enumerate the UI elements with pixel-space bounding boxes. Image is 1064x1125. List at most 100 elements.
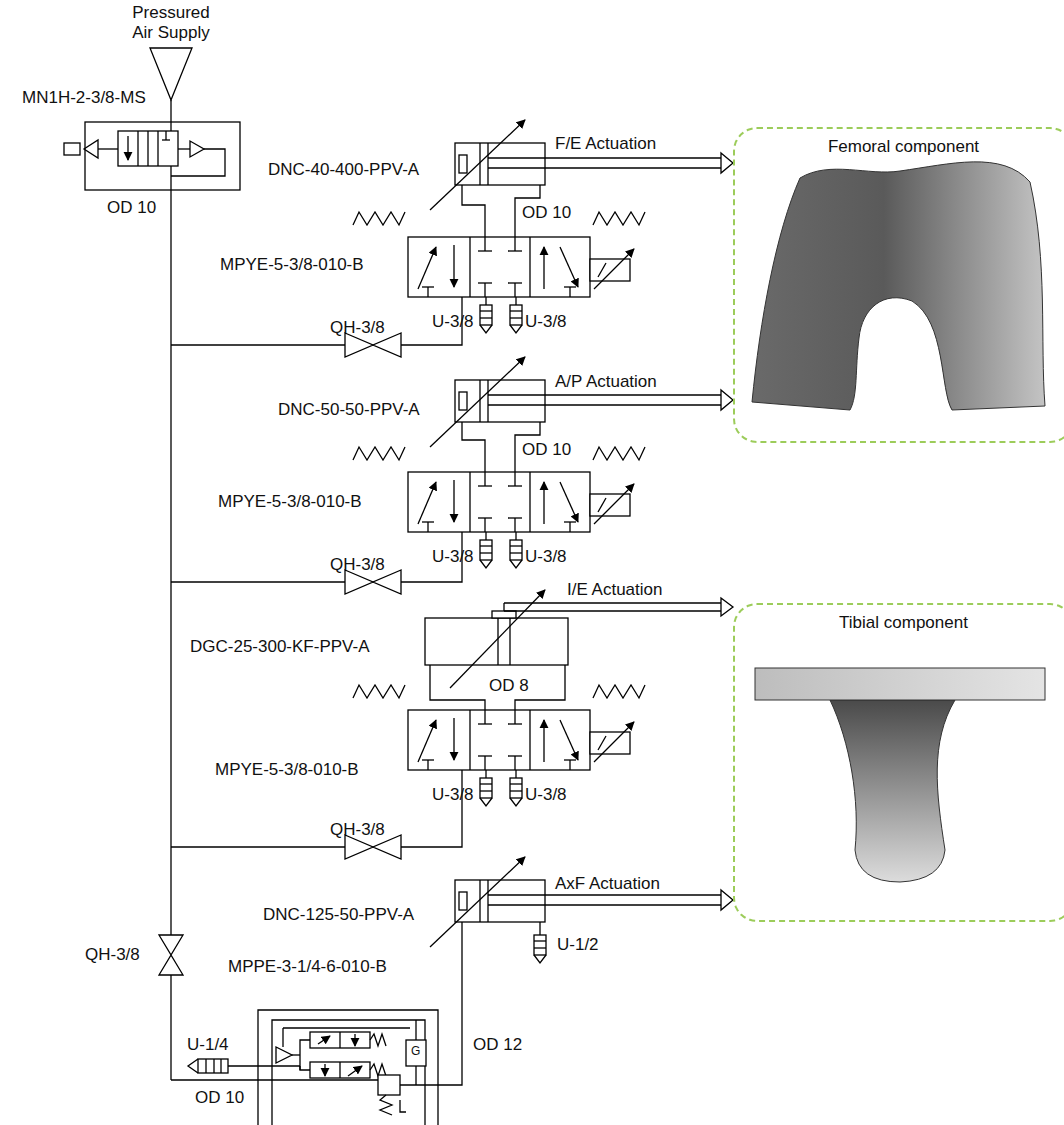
pneumatic-circuit bbox=[539, 922, 540, 935]
tibial-illustration bbox=[830, 700, 955, 882]
pneumatic-circuit bbox=[272, 1020, 425, 1125]
silencer bbox=[534, 935, 546, 955]
part-label: MPYE-5-3/8-010-B bbox=[215, 760, 359, 780]
pneumatic-circuit bbox=[205, 1059, 206, 1073]
pneumatic-circuit bbox=[497, 618, 498, 665]
pneumatic-circuit bbox=[300, 1040, 310, 1055]
tibial-illustration bbox=[755, 668, 1045, 700]
cylinder bbox=[430, 357, 733, 447]
part-label: MPYE-5-3/8-010-B bbox=[218, 492, 362, 512]
part-label: U-3/8 bbox=[432, 785, 474, 805]
part-label: OD 10 bbox=[522, 203, 571, 223]
pneumatic-circuit bbox=[310, 1032, 370, 1048]
pneumatic-circuit bbox=[401, 770, 462, 847]
pneumatic-circuit bbox=[178, 148, 190, 149]
tibial-illustration bbox=[755, 668, 1045, 882]
part-label: U-3/8 bbox=[525, 785, 567, 805]
pneumatic-circuit bbox=[137, 131, 138, 166]
part-label: DNC-40-400-PPV-A bbox=[268, 160, 419, 180]
supply-label: Pressured Air Supply bbox=[121, 3, 221, 43]
pneumatic-circuit bbox=[276, 1047, 292, 1063]
part-label: QH-3/8 bbox=[330, 820, 385, 840]
pneumatic-circuit bbox=[292, 1054, 300, 1055]
component-region: Tibial component bbox=[733, 603, 1064, 922]
part-label: OD 10 bbox=[522, 440, 571, 460]
pneumatic-circuit bbox=[299, 1066, 300, 1070]
region-heading: Tibial component bbox=[735, 613, 1064, 633]
part-label: DNC-50-50-PPV-A bbox=[278, 400, 420, 420]
regulator bbox=[378, 1075, 400, 1095]
pneumatic-circuit bbox=[157, 131, 158, 166]
part-label: AxF Actuation bbox=[555, 874, 660, 894]
valve-housing bbox=[85, 122, 240, 190]
pneumatic-circuit bbox=[190, 141, 204, 157]
part-label: OD 8 bbox=[489, 676, 529, 696]
part-label: DGC-25-300-KF-PPV-A bbox=[190, 637, 370, 657]
part-label: DNC-125-50-PPV-A bbox=[263, 905, 414, 925]
pneumatic-circuit bbox=[462, 185, 485, 237]
pneumatic-circuit bbox=[162, 139, 170, 140]
part-label: I/E Actuation bbox=[567, 580, 662, 600]
pneumatic-circuit bbox=[400, 1084, 438, 1085]
pneumatic-circuit bbox=[534, 955, 546, 963]
supply-symbol bbox=[150, 48, 192, 100]
part-label: MPYE-5-3/8-010-B bbox=[220, 255, 364, 275]
femoral-illustration bbox=[752, 162, 1045, 410]
pneumatic-circuit bbox=[370, 1064, 386, 1076]
pneumatic-circuit bbox=[438, 922, 462, 1085]
cylinder bbox=[430, 857, 733, 947]
part-label: OD 12 bbox=[473, 1035, 522, 1055]
part-label: U-3/8 bbox=[432, 547, 474, 567]
part-label: QH-3/8 bbox=[330, 318, 385, 338]
proportional-valve bbox=[353, 685, 645, 806]
pneumatic-circuit bbox=[310, 1062, 370, 1078]
part-label: QH-3/8 bbox=[330, 555, 385, 575]
solenoid bbox=[64, 143, 80, 155]
pneumatic-circuit bbox=[300, 1055, 310, 1070]
pneumatic-circuit bbox=[504, 610, 721, 611]
pneumatic-circuit bbox=[430, 665, 485, 710]
part-label: F/E Actuation bbox=[555, 134, 656, 154]
part-label: OD 10 bbox=[107, 198, 156, 218]
linear-drive bbox=[425, 618, 568, 665]
cylinder bbox=[430, 120, 733, 210]
silencer bbox=[198, 1059, 228, 1073]
pneumatic-circuit bbox=[721, 598, 733, 616]
pneumatic-circuit bbox=[228, 1065, 300, 1066]
femoral-illustration bbox=[752, 162, 1045, 410]
pneumatic-circuit bbox=[348, 1066, 362, 1076]
pneumatic-circuit bbox=[171, 1079, 385, 1080]
part-label: G bbox=[411, 1044, 420, 1058]
pneumatic-circuit bbox=[415, 1020, 416, 1040]
part-label: U-1/4 bbox=[187, 1035, 229, 1055]
pneumatic-circuit bbox=[283, 1027, 410, 1028]
pneumatic-circuit bbox=[165, 131, 166, 140]
part-label: A/P Actuation bbox=[555, 372, 657, 392]
pneumatic-circuit bbox=[450, 590, 545, 688]
pneumatic-circuit bbox=[339, 1032, 340, 1048]
pneumatic-circuit bbox=[171, 344, 345, 345]
shutoff-valve bbox=[159, 935, 183, 975]
pneumatic-circuit bbox=[492, 611, 516, 618]
part-label: U-1/2 bbox=[557, 935, 599, 955]
pneumatic-circuit bbox=[370, 1034, 386, 1046]
pneumatic-circuit bbox=[220, 1059, 221, 1073]
pneumatic-circuit bbox=[380, 1095, 392, 1115]
pneumatic-circuit bbox=[534, 947, 546, 948]
pneumatic-circuit bbox=[98, 148, 118, 149]
pneumatic-circuit bbox=[64, 48, 733, 1125]
pneumatic-circuit bbox=[354, 1034, 355, 1046]
part-label: QH-3/8 bbox=[85, 945, 140, 965]
component-region: Femoral component bbox=[733, 127, 1064, 443]
pneumatic-circuit bbox=[171, 581, 345, 582]
proportional-valve bbox=[353, 447, 645, 568]
pneumatic-circuit bbox=[504, 602, 721, 603]
pneumatic-circuit bbox=[213, 1059, 214, 1073]
pneumatic-circuit bbox=[324, 1064, 325, 1076]
pneumatic-circuit bbox=[400, 1100, 406, 1112]
part-label: MPPE-3-1/4-6-010-B bbox=[228, 957, 387, 977]
pneumatic-circuit bbox=[534, 940, 546, 941]
pneumatic-circuit bbox=[339, 1062, 340, 1078]
part-label: U-3/8 bbox=[525, 312, 567, 332]
